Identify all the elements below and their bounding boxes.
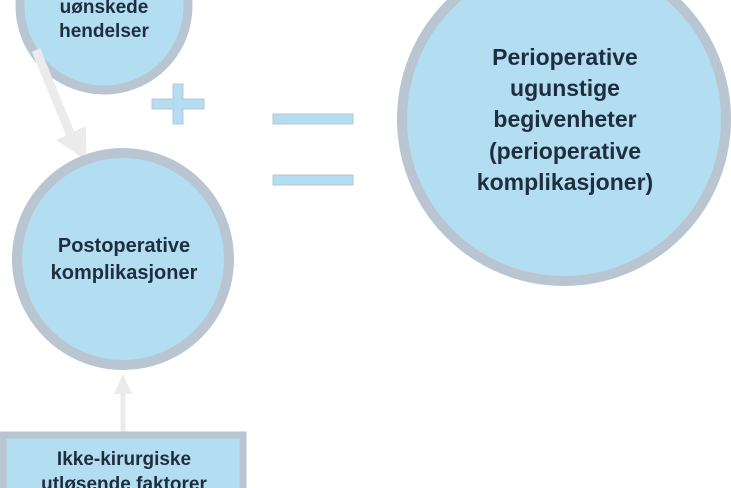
equals-operator	[272, 113, 354, 186]
postoperative-node	[12, 148, 234, 370]
top-circle-node	[15, 0, 193, 95]
plus-operator	[151, 83, 205, 125]
top-circle-label: uønskede hendelser	[59, 0, 149, 42]
arrow-box-to-postoperative	[114, 374, 132, 434]
perioperative-label: Perioperative ugunstige begivenheter (pe…	[476, 44, 654, 195]
non-surgical-label: Ikke-kirurgiske utløsende faktorer	[41, 449, 207, 488]
postoperative-label: Postoperative komplikasjoner	[50, 235, 198, 284]
perioperative-node	[397, 0, 731, 286]
non-surgical-node	[0, 431, 247, 488]
arrow-top-to-postoperative	[31, 48, 86, 160]
